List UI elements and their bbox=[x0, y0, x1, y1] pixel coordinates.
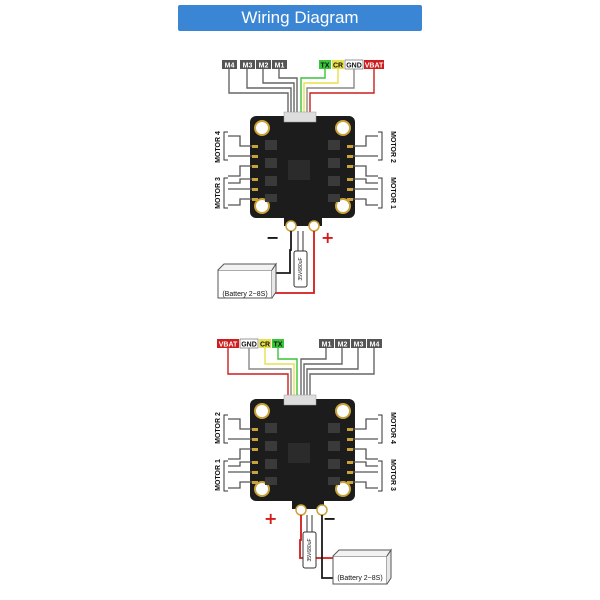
bottom-label-row: VBAT GND CR TX M1 M2 bbox=[217, 338, 382, 349]
bottom-diagram: VBAT GND CR TX M1 M2 bbox=[215, 338, 396, 585]
top-label-gnd: GND bbox=[344, 59, 364, 70]
top-motor4-label: MOTOR 4 bbox=[215, 131, 222, 163]
svg-text:VBAT: VBAT bbox=[219, 342, 238, 349]
bottom-esc-board bbox=[250, 394, 355, 516]
top-power-wires bbox=[272, 231, 315, 294]
bottom-label-m2: M2 bbox=[335, 339, 350, 349]
bottom-label-gnd: GND bbox=[239, 338, 259, 349]
bottom-battery: (Battery 2~8S) bbox=[332, 548, 392, 585]
top-label-vbat: VBAT bbox=[364, 60, 384, 70]
svg-text:GND: GND bbox=[346, 63, 362, 70]
svg-text:M1: M1 bbox=[275, 63, 285, 70]
bottom-minus-sign: − bbox=[323, 509, 336, 528]
top-label-tx: TX bbox=[319, 60, 331, 70]
bottom-label-m1: M1 bbox=[319, 339, 334, 349]
bottom-motor-wires bbox=[228, 418, 378, 489]
top-motor-brackets bbox=[223, 131, 383, 209]
bottom-label-tx: TX bbox=[272, 339, 284, 349]
top-motor1-label: MOTOR 1 bbox=[389, 177, 396, 209]
svg-text:M1: M1 bbox=[322, 342, 332, 349]
bottom-capacitor-label: 35V680uF bbox=[307, 538, 313, 561]
top-label-m4: M4 bbox=[222, 60, 237, 70]
bottom-capacitor: 35V680uF bbox=[302, 515, 317, 569]
top-diagram: M4 M3 M2 M1 TX CR bbox=[215, 59, 396, 299]
svg-text:TX: TX bbox=[321, 63, 330, 70]
top-label-cr: CR bbox=[332, 60, 344, 70]
top-plus-sign: + bbox=[321, 228, 334, 247]
top-battery: (Battery 2~8S) bbox=[217, 262, 277, 299]
top-label-m2: M2 bbox=[256, 60, 271, 70]
top-capacitor: 35V680uF bbox=[293, 231, 308, 288]
top-minus-sign: − bbox=[266, 228, 279, 247]
top-label-m3: M3 bbox=[240, 60, 255, 70]
bottom-motor1-label: MOTOR 1 bbox=[215, 459, 222, 491]
top-capacitor-label: 35V680uF bbox=[298, 257, 304, 280]
top-label-m1: M1 bbox=[272, 60, 287, 70]
bottom-motor2-label: MOTOR 2 bbox=[215, 412, 222, 444]
bottom-plus-sign: + bbox=[264, 509, 277, 528]
bottom-label-cr: CR bbox=[259, 339, 271, 349]
bottom-label-m4: M4 bbox=[367, 339, 382, 349]
svg-text:CR: CR bbox=[333, 63, 343, 70]
bottom-label-vbat: VBAT bbox=[217, 339, 239, 349]
svg-text:CR: CR bbox=[260, 342, 270, 349]
title-banner: Wiring Diagram bbox=[178, 5, 422, 31]
bottom-motor4-label: MOTOR 4 bbox=[389, 412, 396, 444]
svg-text:M4: M4 bbox=[225, 63, 235, 70]
top-label-row: M4 M3 M2 M1 TX CR bbox=[222, 59, 384, 70]
svg-text:GND: GND bbox=[241, 342, 257, 349]
svg-text:VBAT: VBAT bbox=[365, 63, 384, 70]
top-signal-wires bbox=[228, 69, 375, 112]
svg-text:M3: M3 bbox=[354, 342, 364, 349]
top-motor2-label: MOTOR 2 bbox=[389, 131, 396, 163]
top-motor-wires bbox=[228, 135, 378, 206]
svg-text:TX: TX bbox=[274, 342, 283, 349]
svg-text:M4: M4 bbox=[370, 342, 380, 349]
bottom-battery-label: (Battery 2~8S) bbox=[337, 575, 382, 582]
page-title: Wiring Diagram bbox=[241, 8, 359, 27]
bottom-label-m3: M3 bbox=[351, 339, 366, 349]
bottom-motor-brackets bbox=[223, 414, 383, 492]
top-esc-board bbox=[250, 111, 355, 232]
svg-text:M2: M2 bbox=[259, 63, 269, 70]
top-battery-label: (Battery 2~8S) bbox=[222, 291, 267, 298]
top-motor3-label: MOTOR 3 bbox=[215, 177, 222, 209]
bottom-signal-wires bbox=[227, 348, 375, 395]
svg-text:M2: M2 bbox=[338, 342, 348, 349]
svg-text:M3: M3 bbox=[243, 63, 253, 70]
bottom-motor3-label: MOTOR 3 bbox=[389, 459, 396, 491]
